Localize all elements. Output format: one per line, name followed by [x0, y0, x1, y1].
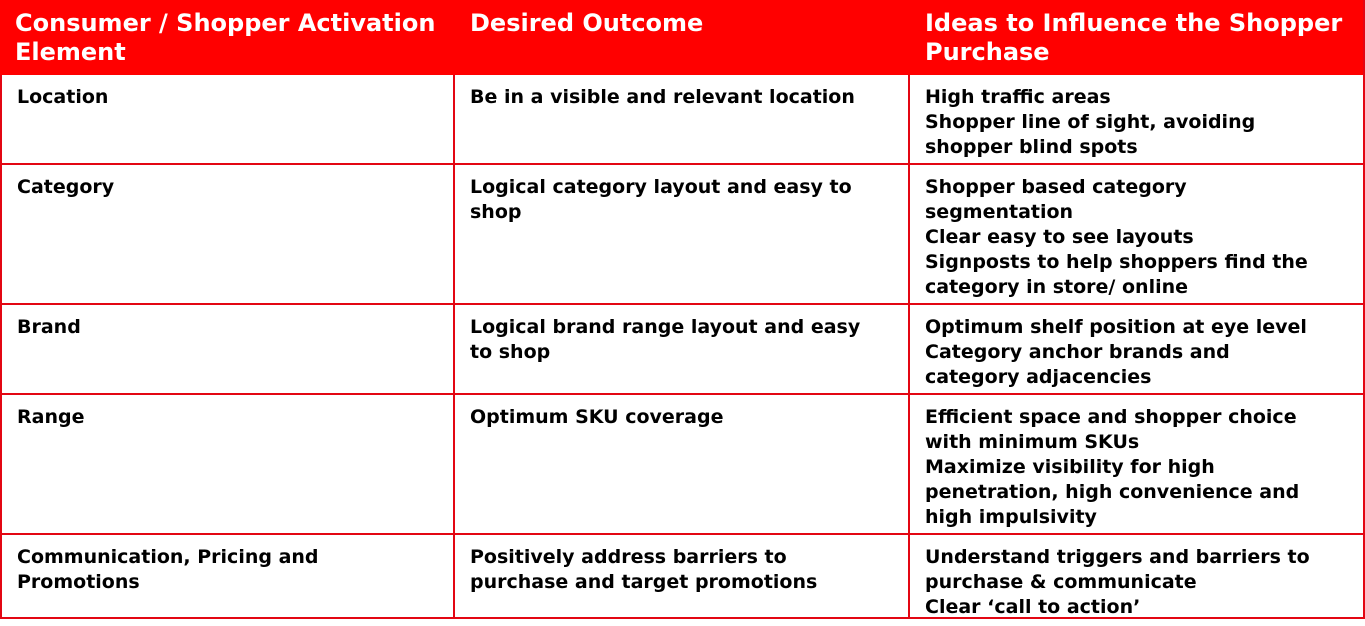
cell-text-line: Promotions — [17, 571, 140, 593]
cell-text-line: with minimum SKUs — [925, 431, 1140, 453]
cell-text-line: Communication, Pricing and — [17, 546, 319, 568]
cell-text-line: Brand — [17, 316, 81, 338]
header-text-line: Ideas to Influence the Shopper — [925, 9, 1343, 37]
desired-outcome-cell: Positively address barriers to purchase a… — [455, 535, 910, 619]
cell-text-line: Optimum shelf position at eye level — [925, 316, 1307, 338]
cell-text-line: Logical category layout and easy to — [470, 176, 852, 198]
element-cell: Brand — [0, 305, 455, 395]
cell-text-line: segmentation — [925, 201, 1074, 223]
cell-text-line: shopper blind spots — [925, 136, 1138, 158]
cell-text-line: Location — [17, 86, 109, 108]
cell-text-line: Be in a visible and relevant location — [470, 86, 855, 108]
cell-text-line: Logical brand range layout and easy — [470, 316, 861, 338]
cell-text-line: penetration, high convenience and — [925, 481, 1300, 503]
cell-text-line: Category — [17, 176, 115, 198]
cell-text-line: High traffic areas — [925, 86, 1111, 108]
cell-text-line: Range — [17, 406, 85, 428]
element-cell: Location — [0, 75, 455, 165]
desired-outcome-cell: Optimum SKU coverage — [455, 395, 910, 535]
header-text-line: Purchase — [925, 38, 1050, 66]
cell-text-line: Clear ‘call to action’ — [925, 596, 1141, 618]
header-text-line: Consumer / Shopper Activation — [15, 9, 436, 37]
cell-text-line: Positively address barriers to — [470, 546, 787, 568]
ideas-cell: Understand triggers and barriers to purch… — [910, 535, 1365, 619]
element-cell: Range — [0, 395, 455, 535]
cell-text-line: high impulsivity — [925, 506, 1097, 528]
cell-text-line: Optimum SKU coverage — [470, 406, 724, 428]
header-text-line: Element — [15, 38, 126, 66]
cell-text-line: Clear easy to see layouts — [925, 226, 1194, 248]
element-cell: Category — [0, 165, 455, 305]
ideas-cell: Efficient space and shopper choice with m… — [910, 395, 1365, 535]
cell-text-line: Shopper line of sight, avoiding — [925, 111, 1256, 133]
cell-text-line: purchase & communicate — [925, 571, 1197, 593]
cell-text-line: category in store/ online — [925, 276, 1189, 298]
cell-text-line: Signposts to help shoppers find the — [925, 251, 1308, 273]
cell-text-line: shop — [470, 201, 522, 223]
desired-outcome-cell: Logical brand range layout and easy to sh… — [455, 305, 910, 395]
cell-text-line: category adjacencies — [925, 366, 1152, 388]
cell-text-line: to shop — [470, 341, 551, 363]
header-text-line: Desired Outcome — [470, 9, 704, 37]
cell-text-line: Efficient space and shopper choice — [925, 406, 1297, 428]
header-desired-outcome: Desired Outcome — [455, 0, 910, 75]
cell-text-line: purchase and target promotions — [470, 571, 818, 593]
cell-text-line: Maximize visibility for high — [925, 456, 1215, 478]
desired-outcome-cell: Logical category layout and easy to shop — [455, 165, 910, 305]
cell-text-line: Shopper based category — [925, 176, 1187, 198]
cell-text-line: Category anchor brands and — [925, 341, 1230, 363]
desired-outcome-cell: Be in a visible and relevant location — [455, 75, 910, 165]
cell-text-line: Understand triggers and barriers to — [925, 546, 1310, 568]
